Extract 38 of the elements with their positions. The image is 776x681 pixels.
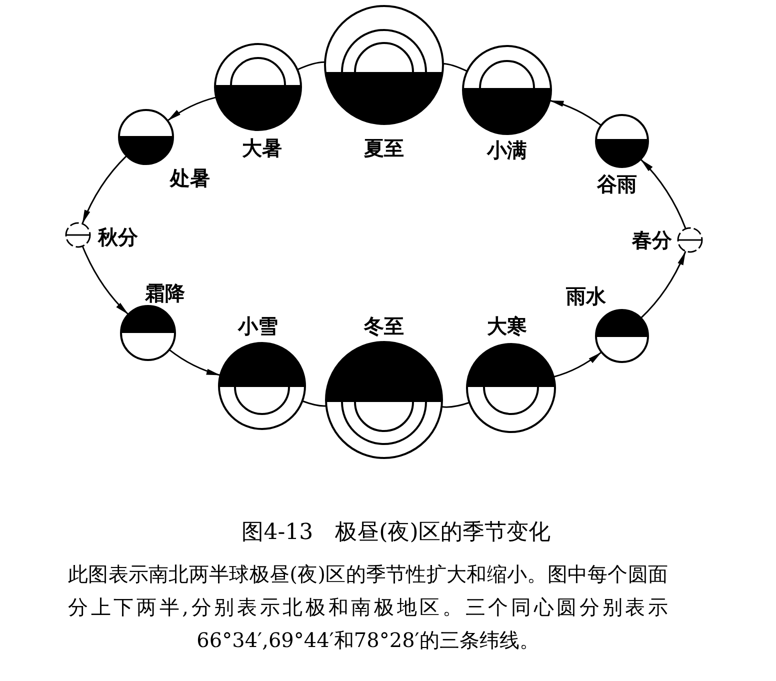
arrow (167, 96, 216, 122)
solar-term-label: 春分 (632, 230, 672, 250)
polar-day-night-circle (119, 304, 177, 362)
arrow (640, 250, 686, 319)
polar-day-night-circle (324, 340, 444, 460)
polar-day-night-circle (213, 42, 303, 132)
polar-day-night-circle (117, 108, 175, 166)
solar-term-label: 大暑 (242, 138, 282, 158)
solar-term-label: 大寒 (487, 316, 527, 336)
solar-term-label: 处暑 (170, 168, 210, 188)
arrow (82, 155, 128, 224)
solar-term-label: 雨水 (566, 286, 606, 306)
equinox-circle (64, 221, 92, 249)
arrow (553, 352, 602, 378)
connector-line (302, 400, 326, 407)
equinox-circle (676, 226, 704, 254)
solar-term-label: 秋分 (98, 227, 138, 247)
connector-line (442, 62, 468, 72)
solar-term-label: 霜降 (145, 283, 185, 303)
solar-term-label: 谷雨 (597, 174, 637, 194)
solar-term-label: 小雪 (238, 316, 278, 336)
figure-title: 图4-13 极昼(夜)区的季节变化 (240, 520, 552, 546)
solar-term-label: 夏至 (364, 138, 404, 158)
connector-line (297, 61, 326, 70)
arrow (640, 158, 686, 230)
arrow (82, 246, 129, 316)
solar-term-label: 冬至 (364, 316, 404, 336)
solar-term-label: 小满 (487, 140, 527, 160)
connector-line (442, 402, 470, 408)
figure-caption: 此图表示南北两半球极昼(夜)区的季节性扩大和缩小。图中每个圆面分上下两半,分别表示北极和南极地区。三个同心圆分别表示66°34′,69°44′和78°28′的三条纬线。 (68, 561, 668, 654)
polar-day-night-circle (323, 4, 445, 126)
polar-day-night-circle (594, 308, 650, 364)
polar-day-night-circle (461, 44, 553, 136)
arrow (550, 100, 602, 126)
polar-day-night-circle (594, 113, 650, 169)
arrow (168, 349, 221, 376)
polar-day-night-circle (217, 341, 307, 431)
polar-day-night-circle (465, 342, 557, 434)
